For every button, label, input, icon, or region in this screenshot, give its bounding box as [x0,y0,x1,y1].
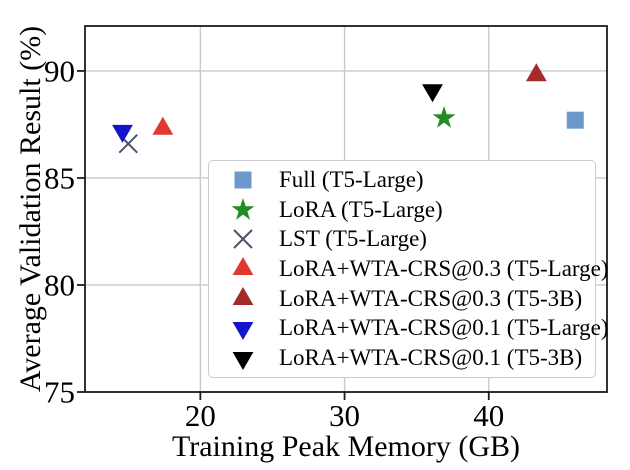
legend-item: LoRA+WTA-CRS@0.3 (T5-3B) [209,284,595,313]
marker-lora-t5-large [432,106,456,128]
legend-star-icon [231,197,255,220]
triangle-up-glyph [232,286,254,305]
y-tick-label: 90 [44,53,75,89]
legend-item-label: LoRA+WTA-CRS@0.3 (T5-Large) [279,255,609,281]
x-tick-label: 40 [473,398,505,433]
legend-triangle-down-icon [232,352,254,371]
y-tick-label: 75 [44,374,75,410]
legend: Full (T5-Large) LoRA (T5-Large) LST (T5-… [208,160,609,378]
y-tick-label: 80 [44,267,75,303]
legend-triangle-up-icon [232,286,254,305]
star-glyph [231,197,255,220]
square-glyph [234,171,252,189]
legend-item-label: LoRA+WTA-CRS@0.1 (T5-3B) [279,345,583,371]
legend-x-icon [233,229,253,249]
x-glyph [233,229,253,249]
triangle-down-glyph [232,352,254,371]
legend-square-icon [234,171,252,189]
legend-item: LoRA (T5-Large) [209,195,595,224]
legend-item-label: LoRA+WTA-CRS@0.3 (T5-3B) [279,285,583,311]
legend-triangle-down-icon [232,322,254,341]
x-axis-title: Training Peak Memory (GB) [171,430,521,463]
marker-lora-wta-crs-0-1-t5-3b [422,84,443,103]
marker-full-t5-large [566,111,584,129]
legend-item: LoRA+WTA-CRS@0.1 (T5-3B) [209,344,595,373]
legend-item-label: LoRA (T5-Large) [279,196,443,222]
legend-item-label: LST (T5-Large) [279,226,427,252]
x-tick-label: 20 [184,398,216,433]
legend-item: LST (T5-Large) [209,225,595,254]
y-tick-label: 85 [44,160,75,196]
marker-lora-wta-crs-0-3-t5-3b [525,63,547,82]
legend-item-label: LoRA+WTA-CRS@0.1 (T5-Large) [279,315,609,341]
marker-lora-wta-crs-0-3-t5-large [152,116,174,135]
x-tick-label: 30 [329,398,361,433]
triangle-up-glyph [232,256,254,275]
y-axis-title: Average Validation Result (%) [14,25,47,393]
legend-item: LoRA+WTA-CRS@0.3 (T5-Large) [209,254,609,283]
legend-item-label: Full (T5-Large) [279,166,424,192]
plot-border [84,25,608,393]
marker-lora-wta-crs-0-1-t5-large [112,124,133,143]
legend-item: LoRA+WTA-CRS@0.1 (T5-Large) [209,314,609,343]
triangle-down-glyph [232,322,254,341]
legend-triangle-up-icon [232,256,254,275]
legend-item: Full (T5-Large) [209,165,595,194]
